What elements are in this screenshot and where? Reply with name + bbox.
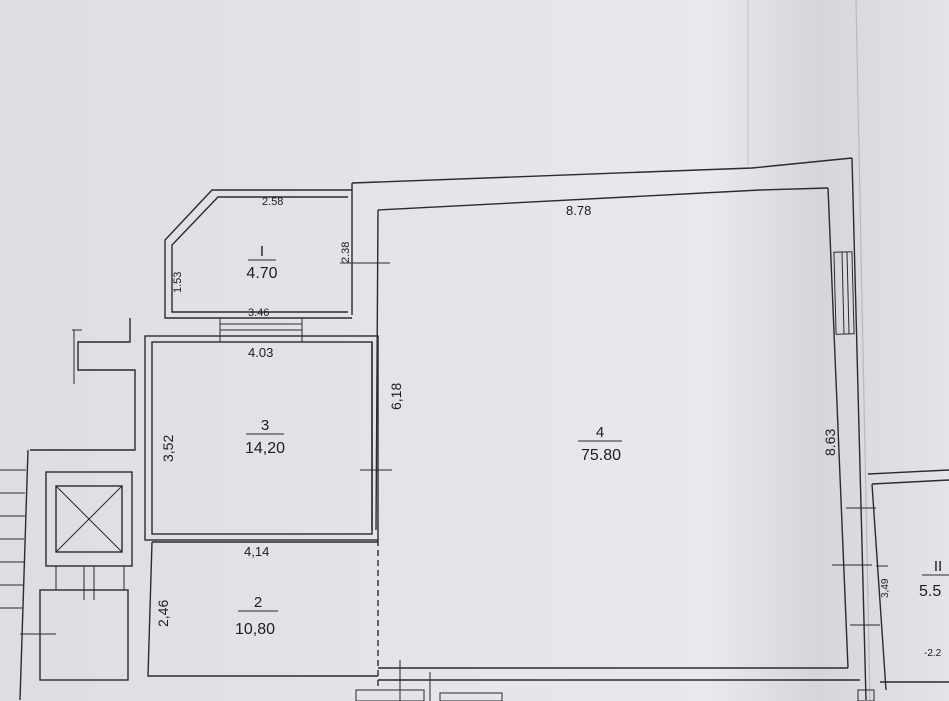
dim-room-I-bottom: 3.46	[248, 307, 269, 319]
dim-room-3-left: 3,52	[160, 435, 176, 462]
room-2-walls	[147, 541, 378, 677]
room-label-II: II 5.5	[919, 558, 949, 600]
dim-room-3-top: 4.03	[248, 345, 273, 360]
dim-room-4-top: 8.78	[566, 203, 591, 218]
room-I-number: I	[260, 243, 264, 260]
room-2-area: 10,80	[235, 621, 275, 638]
dim-room-2-left: 2,46	[155, 600, 171, 627]
dim-room-4-right: 8.63	[822, 429, 838, 456]
dimension-labels: 2.58 1.53 2.38 3.46 4.03 3,52 6,18 4,14 …	[155, 196, 942, 659]
dim-room-3-right: 6,18	[388, 383, 404, 410]
room-3-number: 3	[261, 417, 269, 434]
dim-room-I-left: 1.53	[172, 272, 184, 293]
dim-room-I-right: 2.38	[340, 242, 352, 263]
room-4-number: 4	[596, 424, 604, 441]
left-service-area	[0, 318, 136, 701]
room-II-area: 5.5	[919, 583, 941, 600]
room-II-walls	[867, 469, 949, 691]
dim-room-2-top: 4,14	[244, 544, 269, 559]
room-II-number: II	[934, 558, 942, 575]
dim-room-II-left: 3,49	[880, 578, 891, 598]
room-3-area: 14,20	[245, 440, 285, 457]
bottom-openings	[355, 660, 875, 701]
room-label-I: I 4.70	[246, 243, 277, 282]
room-label-4: 4 75.80	[578, 424, 622, 464]
room-label-2: 2 10,80	[235, 594, 278, 638]
room-label-3: 3 14,20	[245, 417, 285, 457]
room-I-area: 4.70	[246, 265, 277, 282]
room-4-area: 75.80	[581, 447, 621, 464]
dim-room-I-top: 2.58	[262, 196, 283, 208]
room-3-walls	[144, 335, 379, 541]
paper-edge-line	[855, 0, 871, 701]
dim-room-II-partial: -2.2	[924, 648, 942, 659]
room-2-number: 2	[254, 594, 262, 611]
